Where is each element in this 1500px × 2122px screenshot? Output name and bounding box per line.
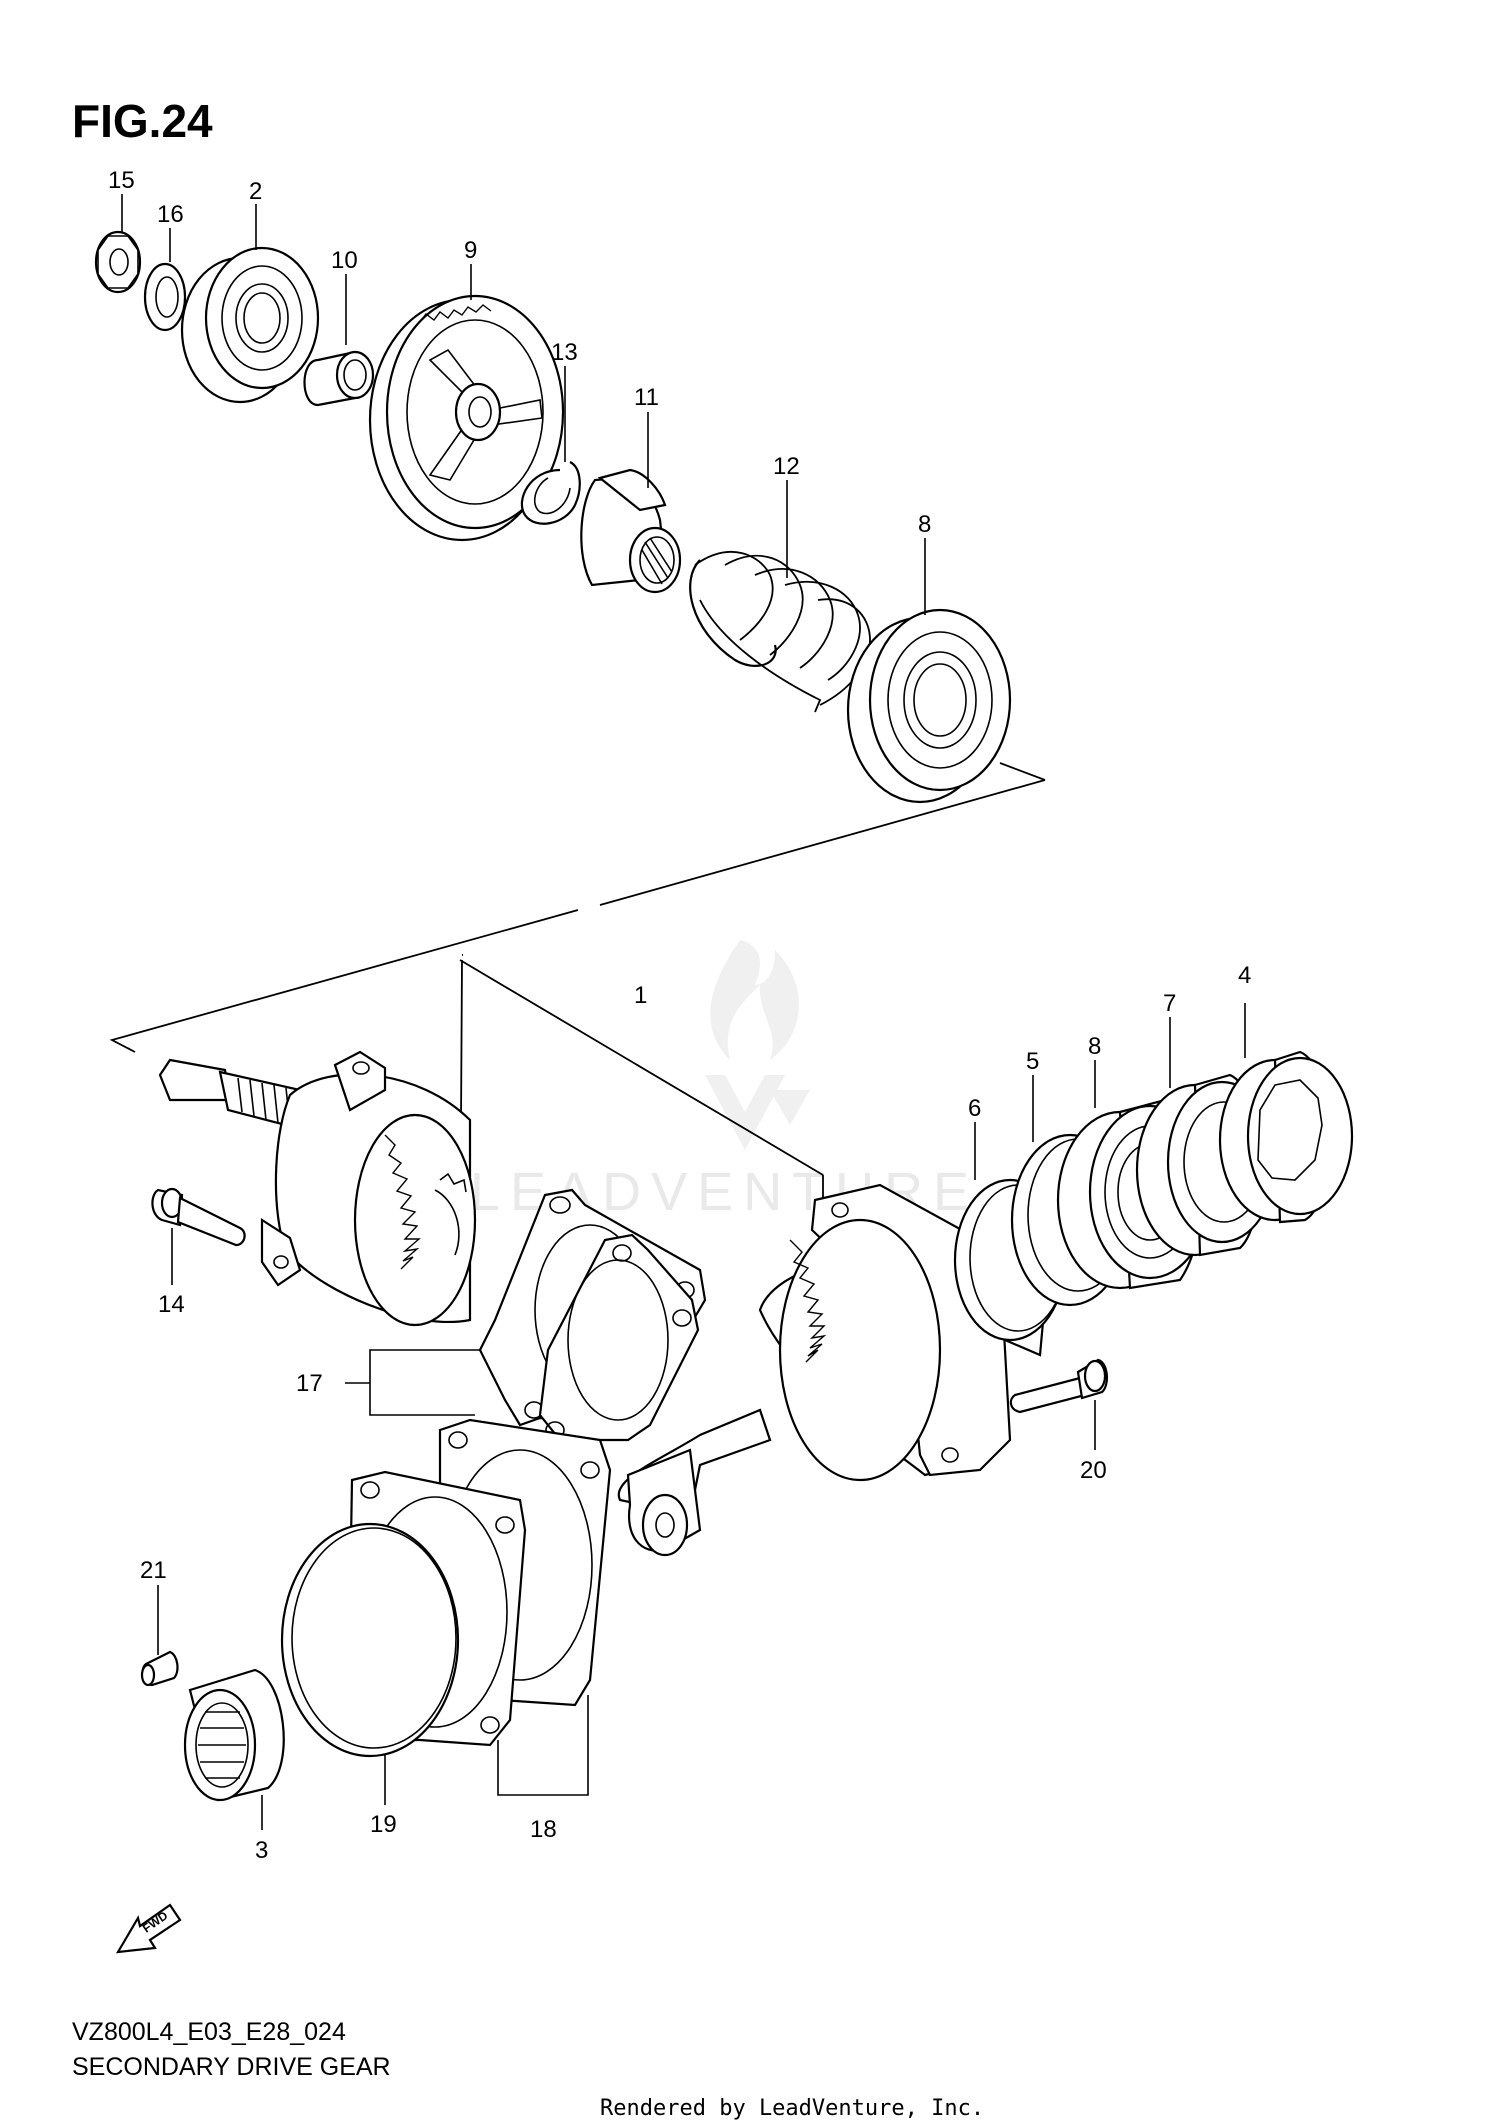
callout-20: 20 (1080, 1457, 1107, 1484)
footer-credit: Rendered by LeadVenture, Inc. (600, 2096, 984, 2121)
callout-2: 2 (249, 178, 262, 205)
watermark-logo (705, 940, 810, 1150)
callout-12: 12 (773, 453, 800, 480)
part-nut-4 (1218, 1050, 1354, 1224)
callout-4: 4 (1238, 962, 1251, 989)
callout-13: 13 (551, 339, 578, 366)
callout-18: 18 (530, 1816, 557, 1843)
callout-10: 10 (331, 247, 358, 274)
callout-15: 15 (108, 167, 135, 194)
callout-9: 9 (464, 237, 477, 264)
callout-6: 6 (968, 1095, 981, 1122)
part-driven-gear-housing (617, 1183, 1047, 1557)
part-bearing-8-upper (846, 608, 1012, 804)
part-cam-11 (580, 468, 682, 594)
part-circlip-13 (520, 461, 581, 525)
part-oring-19 (280, 1522, 460, 1758)
part-drive-gear-shaft (158, 1050, 477, 1327)
callout-19: 19 (370, 1811, 397, 1838)
part-gasket-17 (478, 1188, 707, 1442)
part-bolt-20 (1009, 1358, 1108, 1414)
part-collar-10 (303, 350, 375, 407)
part-needle-bearing-3 (183, 1668, 285, 1802)
leader-lines (121, 194, 1246, 1830)
callout-16: 16 (157, 201, 184, 228)
callout-14: 14 (158, 1291, 185, 1318)
callout-5: 5 (1026, 1048, 1039, 1075)
callout-21: 21 (140, 1557, 167, 1584)
part-spring-12 (689, 551, 871, 713)
part-dowel-pin-21 (140, 1650, 179, 1687)
callout-1: 1 (634, 982, 647, 1009)
part-nut-15 (94, 230, 142, 294)
callout-8-lower: 8 (1088, 1033, 1101, 1060)
upper-group-bracket (599, 762, 1046, 906)
part-washer-16 (143, 262, 187, 332)
model-code: VZ800L4_E03_E28_024 (72, 2018, 346, 2046)
callout-7: 7 (1163, 990, 1176, 1017)
fwd-arrow-icon: FWD (115, 1903, 182, 1954)
callout-3: 3 (255, 1837, 268, 1864)
callout-11: 11 (634, 384, 659, 411)
part-gear-9 (368, 294, 565, 542)
assembly-1-bracket (109, 909, 824, 1286)
callout-8-upper: 8 (918, 511, 931, 538)
callout-17: 17 (296, 1370, 323, 1397)
figure-title: FIG.24 (72, 95, 213, 147)
part-bearing-2 (180, 246, 320, 404)
part-bolt-14 (151, 1187, 246, 1247)
figure-name: SECONDARY DRIVE GEAR (72, 2053, 391, 2081)
